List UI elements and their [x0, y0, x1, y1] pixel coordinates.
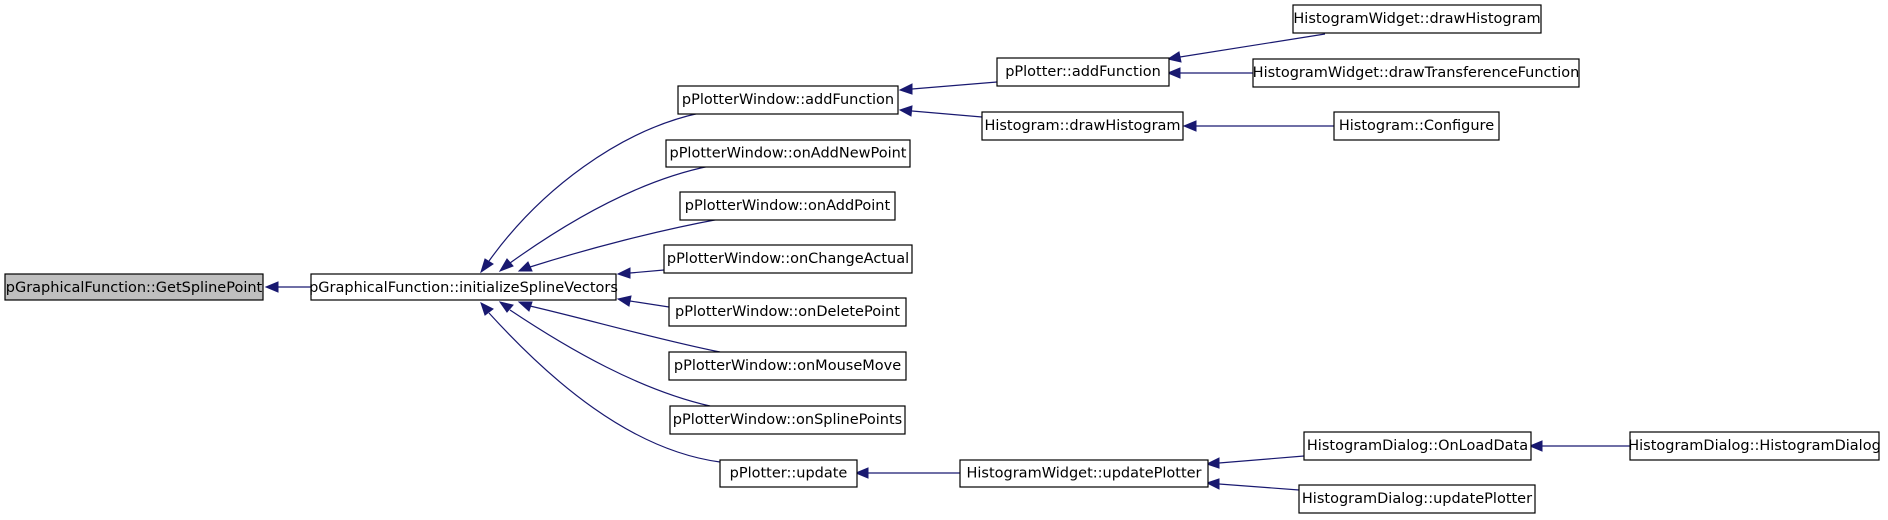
edge-pPlotter-addFunction-to-pw-addFunction: [898, 81, 998, 95]
node-label: HistogramWidget::drawHistogram: [1293, 11, 1540, 27]
node-label: HistogramWidget::drawTransferenceFunctio…: [1253, 65, 1580, 81]
node-histogram-configure[interactable]: Histogram::Configure: [1333, 111, 1500, 141]
edge-hw-drawTransference-to-pPlotter-addFunction: [1166, 67, 1253, 79]
call-graph-nodes: pGraphicalFunction::GetSplinePoint pGrap…: [4, 4, 1881, 514]
node-pplotter-update[interactable]: pPlotter::update: [719, 459, 858, 488]
edge-hw-drawHistogram-to-pPlotter-addFunction: [1166, 33, 1326, 63]
node-hw-draw-histogram[interactable]: HistogramWidget::drawHistogram: [1292, 4, 1542, 34]
node-pw-add-function[interactable]: pPlotterWindow::addFunction: [677, 85, 899, 115]
node-label: HistogramDialog::HistogramDialog: [1628, 438, 1881, 454]
node-label: pGraphicalFunction::initializeSplineVect…: [309, 280, 618, 296]
node-get-spline-point[interactable]: pGraphicalFunction::GetSplinePoint: [4, 273, 264, 301]
node-pw-on-spline-points[interactable]: pPlotterWindow::onSplinePoints: [669, 405, 906, 435]
edge-hd-HistogramDialog-to-hd-OnLoadData: [1528, 440, 1630, 452]
node-label: pPlotterWindow::addFunction: [682, 92, 894, 108]
edge-hw-updatePlotter-to-pPlotter-update: [854, 467, 960, 479]
node-label: pPlotterWindow::onMouseMove: [674, 358, 901, 374]
node-label: pPlotter::update: [730, 466, 848, 482]
edge-Histogram-drawHistogram-to-pw-addFunction: [898, 105, 983, 118]
node-label: HistogramWidget::updatePlotter: [966, 466, 1201, 482]
node-hd-on-load-data[interactable]: HistogramDialog::OnLoadData: [1303, 431, 1532, 461]
node-label: Histogram::drawHistogram: [984, 118, 1180, 134]
edge-onAddNewPoint-to-initializeSplineVectors: [498, 165, 711, 272]
node-label: pPlotterWindow::onAddNewPoint: [669, 146, 906, 162]
edge-onAddPoint-to-initializeSplineVectors: [517, 218, 721, 272]
edge-hd-updatePlotter-to-hw-updatePlotter: [1205, 478, 1300, 491]
node-pw-on-add-new-point[interactable]: pPlotterWindow::onAddNewPoint: [665, 139, 911, 168]
call-graph-edges: [264, 33, 1630, 491]
node-label: pPlotterWindow::onDeletePoint: [675, 304, 900, 320]
node-label: pPlotter::addFunction: [1005, 64, 1161, 80]
edge-hd-OnLoadData-to-hw-updatePlotter: [1205, 455, 1305, 469]
node-label: HistogramDialog::updatePlotter: [1302, 491, 1532, 507]
node-hd-update-plotter[interactable]: HistogramDialog::updatePlotter: [1298, 484, 1536, 514]
edge-onDeletePoint-to-initializeSplineVectors: [616, 295, 670, 308]
edge-onSplinePoints-to-initializeSplineVectors: [498, 301, 711, 407]
edge-onChangeActual-to-initializeSplineVectors: [616, 267, 665, 279]
node-hw-update-plotter[interactable]: HistogramWidget::updatePlotter: [959, 459, 1209, 488]
node-label: pGraphicalFunction::GetSplinePoint: [6, 280, 263, 296]
edge-pPlotter-update-to-initializeSplineVectors: [480, 302, 721, 463]
edge-onMouseMove-to-initializeSplineVectors: [517, 301, 721, 353]
node-pw-on-change-actual[interactable]: pPlotterWindow::onChangeActual: [663, 244, 913, 274]
node-label: pPlotterWindow::onChangeActual: [667, 251, 909, 267]
node-label: pPlotterWindow::onSplinePoints: [673, 412, 902, 428]
node-hd-histogram-dialog[interactable]: HistogramDialog::HistogramDialog: [1628, 431, 1881, 461]
node-pw-on-delete-point[interactable]: pPlotterWindow::onDeletePoint: [668, 297, 907, 327]
node-initialize-spline-vectors[interactable]: pGraphicalFunction::initializeSplineVect…: [309, 273, 618, 301]
node-pw-on-add-point[interactable]: pPlotterWindow::onAddPoint: [679, 191, 896, 221]
node-histogram-draw-histogram[interactable]: Histogram::drawHistogram: [981, 111, 1184, 141]
node-label: HistogramDialog::OnLoadData: [1307, 438, 1528, 454]
edge-Histogram-Configure-to-Histogram-drawHistogram: [1182, 120, 1334, 132]
edge-pw-addFunction-to-initializeSplineVectors: [480, 112, 701, 274]
node-label: pPlotterWindow::onAddPoint: [685, 198, 891, 214]
node-hw-draw-transference-function[interactable]: HistogramWidget::drawTransferenceFunctio…: [1252, 58, 1580, 88]
edge-initializeSplineVectors-to-GetSplinePoint: [264, 281, 311, 293]
node-pplotter-add-function[interactable]: pPlotter::addFunction: [996, 57, 1170, 87]
node-label: Histogram::Configure: [1339, 118, 1494, 134]
node-pw-on-mouse-move[interactable]: pPlotterWindow::onMouseMove: [668, 351, 907, 381]
